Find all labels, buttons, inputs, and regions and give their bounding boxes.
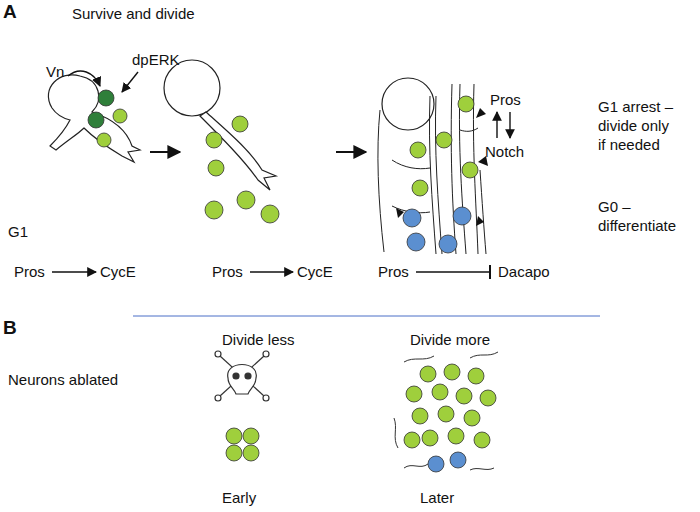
skull-icon	[215, 351, 269, 401]
inhibition-bar	[489, 265, 491, 279]
marker-name: dpERK	[132, 50, 180, 69]
condition-label: Neurons ablated	[8, 370, 118, 389]
signal-arrow	[68, 71, 100, 86]
regulation-arrow	[509, 112, 510, 138]
gene-name: Pros	[14, 262, 45, 281]
outcome-heading: Divide less	[222, 330, 295, 349]
cell	[404, 364, 496, 448]
gene-name: CycE	[297, 262, 333, 281]
signal-name: Vn	[46, 62, 64, 81]
stage-arrow	[150, 151, 180, 153]
stage-arrow	[336, 151, 366, 153]
state-note: G0 – differentiate	[598, 197, 680, 235]
gene-name: CycE	[100, 262, 136, 281]
gene-name: Pros	[378, 262, 409, 281]
outcome-heading: Divide more	[410, 330, 490, 349]
cell	[428, 452, 466, 472]
neuron-outline	[48, 60, 434, 190]
pointer-arrow	[122, 72, 138, 92]
fiber	[394, 352, 498, 470]
cell	[403, 96, 478, 253]
activation-arrow	[250, 271, 293, 272]
gene-name: Dacapo	[498, 262, 550, 281]
regulation-arrow	[496, 112, 497, 138]
cell	[226, 428, 259, 461]
gene-name: Pros	[490, 90, 521, 109]
activation-arrow	[52, 271, 96, 272]
gene-name: Notch	[485, 142, 524, 161]
stage-heading: Survive and divide	[72, 4, 195, 23]
state-note: G1 arrest – divide only if needed	[598, 97, 680, 154]
phase-label: G1	[8, 222, 28, 241]
panel-letter: B	[3, 318, 17, 337]
arrowhead	[396, 108, 488, 226]
divider-line	[133, 316, 600, 317]
inhibition-line	[416, 271, 490, 272]
time-label: Later	[420, 488, 454, 507]
time-label: Early	[222, 488, 256, 507]
panel-letter: A	[3, 2, 17, 21]
gene-name: Pros	[212, 262, 243, 281]
cell	[88, 90, 127, 147]
cell	[205, 116, 279, 223]
glial-fiber	[378, 84, 486, 254]
